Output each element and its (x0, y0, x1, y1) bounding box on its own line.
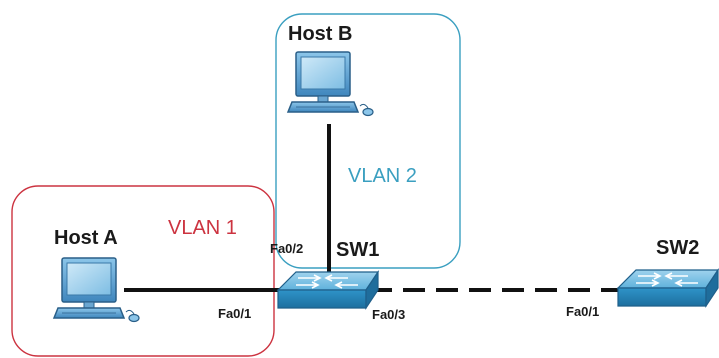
sw2-label: SW2 (656, 237, 699, 259)
sw2-port-fa01-label: Fa0/1 (566, 304, 599, 319)
host-b-label: Host B (288, 23, 352, 45)
host-a-label: Host A (54, 227, 118, 249)
host-b-pc-icon[interactable] (287, 51, 374, 117)
vlan1-zone (11, 185, 275, 357)
vlan2-zone (275, 13, 461, 269)
sw2-switch-icon[interactable] (617, 269, 719, 307)
vlan1-label: VLAN 1 (168, 217, 237, 239)
sw1-port-fa03-label: Fa0/3 (372, 307, 405, 322)
sw1-label: SW1 (336, 239, 379, 261)
vlan2-label: VLAN 2 (348, 165, 417, 187)
sw1-port-fa02-label: Fa0/2 (270, 241, 303, 256)
sw1-switch-icon[interactable] (277, 271, 379, 309)
sw1-port-fa01-label: Fa0/1 (218, 306, 251, 321)
